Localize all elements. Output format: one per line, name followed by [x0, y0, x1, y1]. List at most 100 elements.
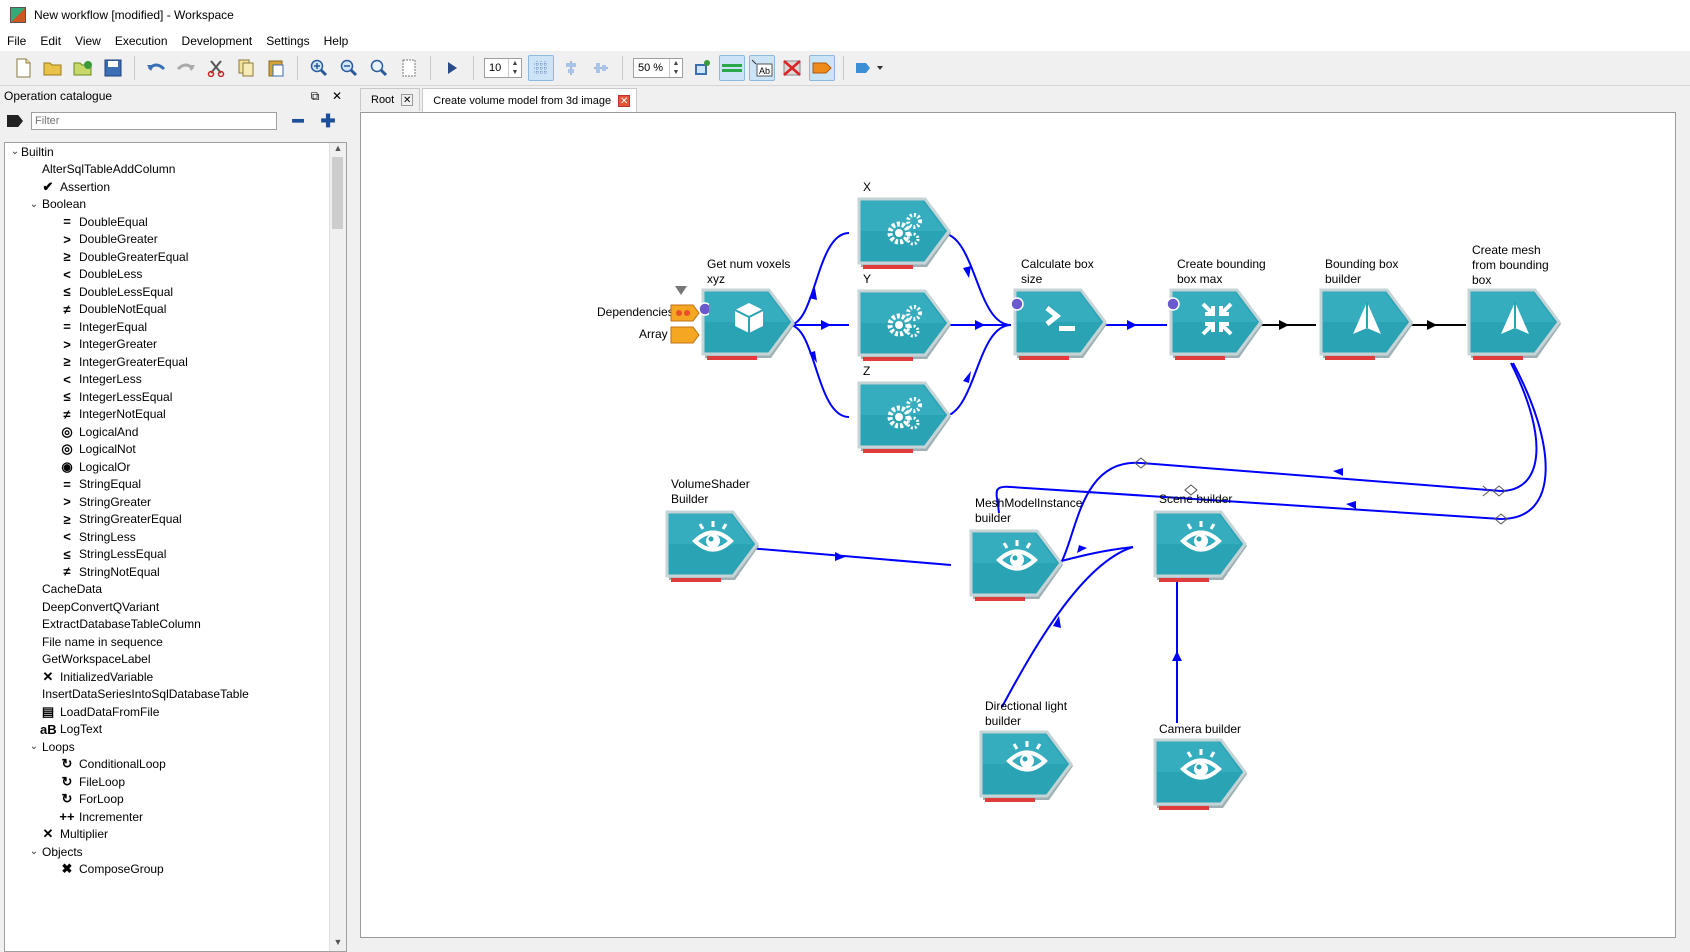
align-vertical-icon[interactable]	[558, 55, 584, 81]
tree-item[interactable]: ✕InitializedVariable	[5, 668, 331, 686]
zoom-level-stepper[interactable]: 50 %▲▼	[633, 58, 683, 78]
grid-size-stepper[interactable]: 10▲▼	[484, 58, 522, 78]
menu-settings[interactable]: Settings	[266, 33, 310, 48]
tag-icon[interactable]	[809, 55, 835, 81]
tree-item[interactable]: ◎LogicalAnd	[5, 423, 331, 441]
chevron-down-icon[interactable]: ⌄	[10, 146, 20, 158]
workflow-node-directional-light[interactable]	[979, 730, 1077, 806]
workflow-node-create-bbox-max[interactable]	[1169, 288, 1267, 364]
tree-item[interactable]: ≤StringLessEqual	[5, 546, 331, 564]
menu-help[interactable]: Help	[323, 33, 349, 48]
scroll-thumb[interactable]	[332, 157, 343, 229]
array-pin[interactable]	[670, 326, 700, 344]
tree-item[interactable]: ✔Assertion	[5, 178, 331, 196]
open-folder-icon[interactable]	[40, 55, 66, 81]
tree-item[interactable]: ↻FileLoop	[5, 773, 331, 791]
workflow-node-mesh-model-instance[interactable]	[969, 529, 1067, 605]
remove-connections-icon[interactable]	[779, 55, 805, 81]
tree-item[interactable]: ▤LoadDataFromFile	[5, 703, 331, 721]
align-horizontal-icon[interactable]	[588, 55, 614, 81]
chevron-down-icon[interactable]: ⌄	[29, 846, 39, 858]
scroll-down-icon[interactable]: ▼	[333, 937, 343, 947]
tree-item[interactable]: =IntegerEqual	[5, 318, 331, 336]
zoom-fit-icon[interactable]	[366, 55, 392, 81]
tree-item[interactable]: ◉LogicalOr	[5, 458, 331, 476]
page-icon[interactable]	[396, 55, 422, 81]
new-file-icon[interactable]	[10, 55, 36, 81]
tree-item[interactable]: <DoubleLess	[5, 266, 331, 284]
tree-item[interactable]: =StringEqual	[5, 476, 331, 494]
tree-item[interactable]: ≤DoubleLessEqual	[5, 283, 331, 301]
filter-input[interactable]	[31, 112, 277, 130]
tree-item[interactable]: ++Incrementer	[5, 808, 331, 826]
tree-item[interactable]: File name in sequence	[5, 633, 331, 651]
tree-item[interactable]: ◎LogicalNot	[5, 441, 331, 459]
workflow-node-create-mesh[interactable]	[1467, 288, 1565, 364]
tree-item[interactable]: ExtractDatabaseTableColumn	[5, 616, 331, 634]
workflow-node-calc-box-size[interactable]	[1013, 288, 1111, 364]
text-label-icon[interactable]: Ab	[749, 55, 775, 81]
close-panel-icon[interactable]: ✕	[331, 89, 343, 103]
open-recent-icon[interactable]	[70, 55, 96, 81]
tree-item[interactable]: ≥StringGreaterEqual	[5, 511, 331, 529]
filter-funnel-icon[interactable]	[675, 286, 687, 295]
menu-execution[interactable]: Execution	[114, 33, 168, 48]
tree-item[interactable]: >IntegerGreater	[5, 336, 331, 354]
copy-icon[interactable]	[233, 55, 259, 81]
tree-item[interactable]: AlterSqlTableAddColumn	[5, 161, 331, 179]
tree-item[interactable]: ≠StringNotEqual	[5, 563, 331, 581]
node-style-dropdown[interactable]	[852, 55, 888, 81]
menu-view[interactable]: View	[75, 33, 101, 48]
cut-icon[interactable]	[203, 55, 229, 81]
undo-icon[interactable]	[143, 55, 169, 81]
paste-icon[interactable]	[263, 55, 289, 81]
workflow-canvas[interactable]: Get num voxels xyz X Y Z Calculate box s…	[360, 112, 1676, 938]
wire-mesh-instance-1[interactable]	[1060, 362, 1538, 564]
tree-item[interactable]: ⌄Builtin	[5, 143, 331, 161]
workflow-node-bbox-builder[interactable]	[1319, 288, 1417, 364]
menu-edit[interactable]: Edit	[40, 33, 62, 48]
tree-item[interactable]: InsertDataSeriesIntoSqlDatabaseTable	[5, 686, 331, 704]
wire-shader-instance[interactable]	[735, 546, 952, 566]
tree-item[interactable]: >DoubleGreater	[5, 231, 331, 249]
scroll-up-icon[interactable]: ▲	[333, 143, 343, 153]
tree-item[interactable]: ≠DoubleNotEqual	[5, 301, 331, 319]
run-icon[interactable]	[439, 55, 465, 81]
tree-item[interactable]: =DoubleEqual	[5, 213, 331, 231]
zoom-out-icon[interactable]	[336, 55, 362, 81]
tree-item[interactable]: <IntegerLess	[5, 371, 331, 389]
tree-item[interactable]: ≥IntegerGreaterEqual	[5, 353, 331, 371]
tree-item[interactable]: <StringLess	[5, 528, 331, 546]
refresh-icon[interactable]	[698, 302, 709, 316]
tree-item[interactable]: ⌄Objects	[5, 843, 331, 861]
tree-item[interactable]: GetWorkspaceLabel	[5, 651, 331, 669]
tree-item[interactable]: ✕Multiplier	[5, 826, 331, 844]
workflow-node-scene-builder[interactable]	[1153, 510, 1251, 586]
expand-all-icon[interactable]: ✚	[320, 111, 336, 131]
wire-mesh-instance-2[interactable]	[995, 362, 1547, 521]
workflow-node-z[interactable]	[857, 381, 955, 457]
tree-item[interactable]: ⌄Boolean	[5, 196, 331, 214]
workflow-node-y[interactable]	[857, 289, 955, 365]
redo-icon[interactable]	[173, 55, 199, 81]
workflow-node-camera-builder[interactable]	[1153, 738, 1251, 814]
workflow-node-get-num-voxels[interactable]	[701, 288, 799, 364]
chevron-down-icon[interactable]: ⌄	[29, 741, 39, 753]
wire-voxels-z[interactable]	[788, 324, 850, 418]
chevron-down-icon[interactable]: ⌄	[29, 198, 39, 210]
display-settings-icon[interactable]	[689, 55, 715, 81]
connection-style-icon[interactable]	[719, 55, 745, 81]
tree-item[interactable]: ≥DoubleGreaterEqual	[5, 248, 331, 266]
close-tab-icon[interactable]: ✕	[618, 94, 631, 107]
tree-scrollbar[interactable]: ▲ ▼	[329, 143, 346, 951]
wire-z-calc[interactable]	[940, 324, 1012, 418]
wire-voxels-x[interactable]	[788, 232, 850, 326]
tree-item[interactable]: ✖ComposeGroup	[5, 861, 331, 879]
float-panel-icon[interactable]: ⧉	[310, 88, 320, 103]
snap-grid-icon[interactable]	[528, 55, 554, 81]
wire-light-scene[interactable]	[1001, 546, 1134, 708]
zoom-in-icon[interactable]	[306, 55, 332, 81]
tree-item[interactable]: ≠IntegerNotEqual	[5, 406, 331, 424]
